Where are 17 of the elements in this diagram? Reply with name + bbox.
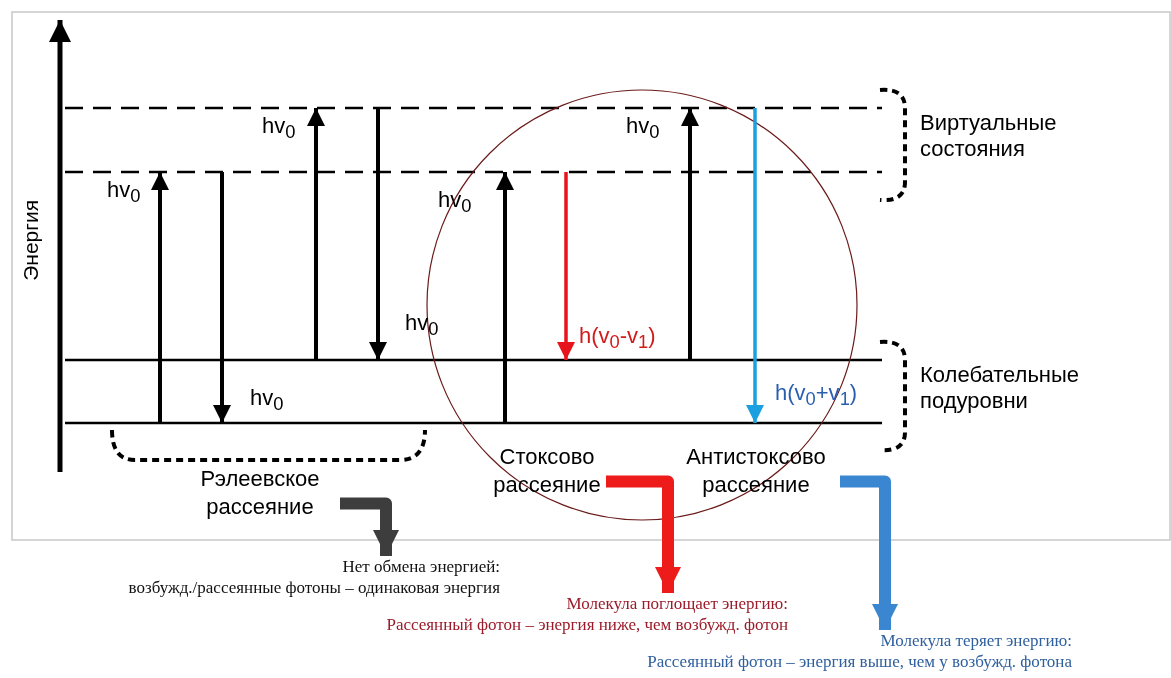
- explanation-note: Нет обмена энергией:: [341, 556, 500, 578]
- explanation-note: возбужд./рассеянные фотоны – одинаковая энергия: [127, 577, 500, 599]
- photon-energy-label: hv$_{0}$: [262, 113, 296, 144]
- explanation-note: Молекула теряет энергию:: [879, 630, 1072, 652]
- photon-energy-label: hv$_{0}$: [405, 310, 439, 341]
- photon-energy-label: hv$_{0}$: [107, 177, 141, 208]
- explanation-note: Рассеянный фотон – энергия выше, чем у возбужд. фотона: [646, 651, 1072, 673]
- photon-energy-label: hv$_{0}$: [626, 113, 660, 144]
- explanation-note: Молекула поглощает энергию:: [565, 593, 788, 615]
- photon-energy-label: hv$_{0}$: [250, 385, 284, 416]
- axis-label: Энергия: [18, 200, 43, 281]
- explanation-note: Рассеянный фотон – энергия ниже, чем возбужд. фотон: [385, 614, 788, 636]
- scattering-label: Рэлеевское рассеяние: [199, 465, 321, 520]
- level-label: Виртуальные состояния: [920, 110, 1058, 163]
- photon-energy-label: h(v$_{0}$-v$_{1}$): [579, 323, 656, 354]
- bent-arrow: [606, 475, 682, 593]
- level-label: Колебательные подуровни: [920, 362, 1081, 415]
